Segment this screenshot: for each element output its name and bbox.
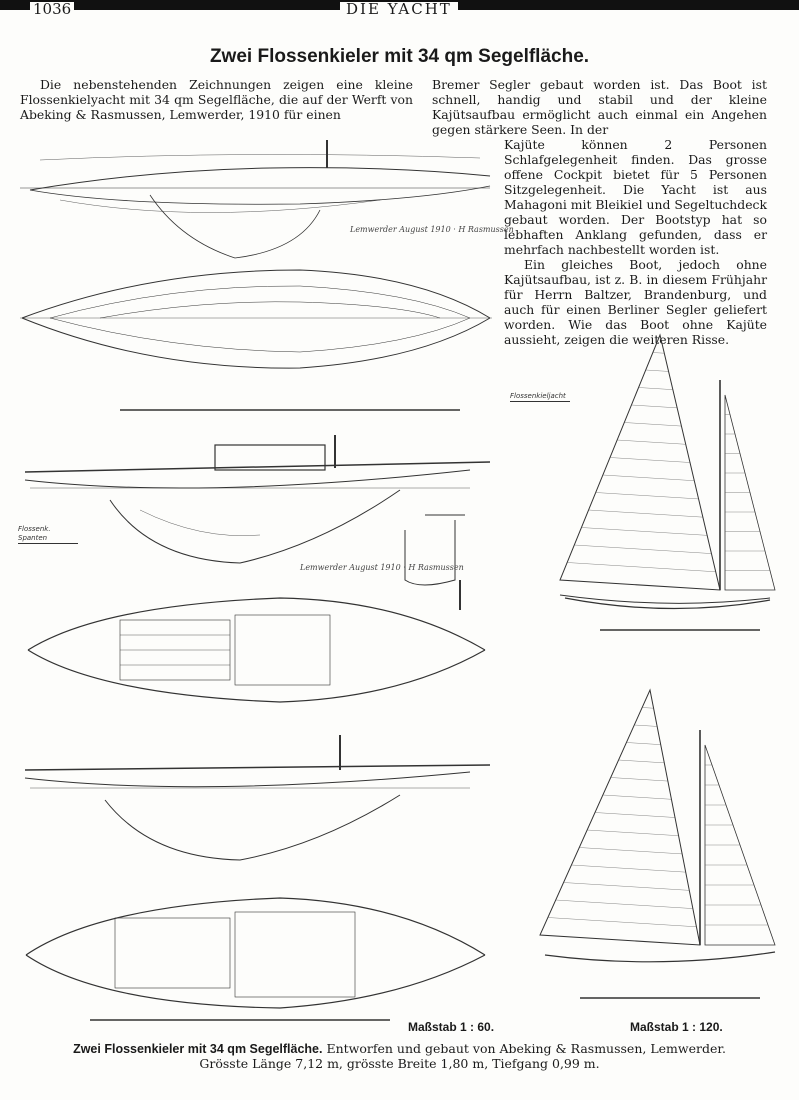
sail-seam [581,527,708,536]
spar-data-table: Flossenk. Spanten [18,525,78,546]
construction-profile-cabin [24,435,491,610]
text-column-3: Kajüte können 2 Personen Schlafgelegenhe… [504,137,767,347]
caption-bold: Zwei Flossenkieler mit 34 qm Segelfläche… [73,1042,323,1056]
paragraph: Bremer Segler gebaut worden ist. Das Boo… [432,77,767,137]
text-column-2: Bremer Segler gebaut worden ist. Das Boo… [432,77,767,137]
deck-plan-cabin [27,597,486,703]
sail-seam [594,812,676,818]
sail-seam [645,369,669,372]
sail-seam [610,777,668,782]
sail-seam [609,457,691,463]
sail-seam [595,492,699,500]
scale-right: Maßstab 1 : 120. [630,1020,723,1034]
sail-plan-2 [539,688,776,999]
text-column-1: Die nebenstehenden Zeichnungen zeigen ei… [20,77,413,122]
sail-seam [634,724,658,727]
paragraph: Die nebenstehenden Zeichnungen zeigen ei… [20,77,413,122]
caption-line-1: Zwei Flossenkieler mit 34 qm Segelfläche… [0,1041,799,1056]
running-title: DIE YACHT [340,2,458,17]
article-title: Zwei Flossenkieler mit 34 qm Segelfläche… [209,46,590,67]
sail-seam [571,864,686,873]
sail-seam [574,544,712,554]
sail-seam [602,794,672,800]
scale-left: Maßstab 1 : 60. [408,1020,495,1034]
sail-seam [638,387,673,390]
lines-plan-profile [20,140,491,259]
sail-seam [617,439,686,445]
sail-seam [602,474,695,481]
sail-seam [631,404,678,409]
sail-seam [547,917,697,927]
paragraph: Ein gleiches Boot, jedoch ohne Kajütsauf… [504,257,767,347]
sail-seam [555,899,693,909]
signature: Lemwerder August 1910 · H Rasmussen [350,225,514,234]
page-number: 1036 [30,2,75,17]
sail-seam [642,707,654,709]
paragraph: Kajüte können 2 Personen Schlafgelegenhe… [504,137,767,257]
caption-line-2: Grösste Länge 7,12 m, grösste Breite 1,8… [199,1056,600,1071]
sail-data-table: Flossenkieljacht [510,392,570,404]
deck-plan-open [25,897,486,1021]
half-breadth-plan [20,269,492,411]
sail-seam [588,509,703,518]
sail-seam [579,847,683,855]
sail-seam [587,829,679,836]
construction-profile-open [24,735,491,861]
sail-seam [567,562,716,572]
sail-seam [624,422,682,427]
caption-rest: Entworfen und gebaut von Abeking & Rasmu… [326,1041,726,1056]
sail-seam [563,882,690,891]
sail-seam [652,352,665,354]
sail-seam [626,742,661,745]
signature: Lemwerder August 1910 · H Rasmussen [300,563,464,572]
sail-plan-1 [559,333,776,631]
sail-seam [618,759,665,764]
